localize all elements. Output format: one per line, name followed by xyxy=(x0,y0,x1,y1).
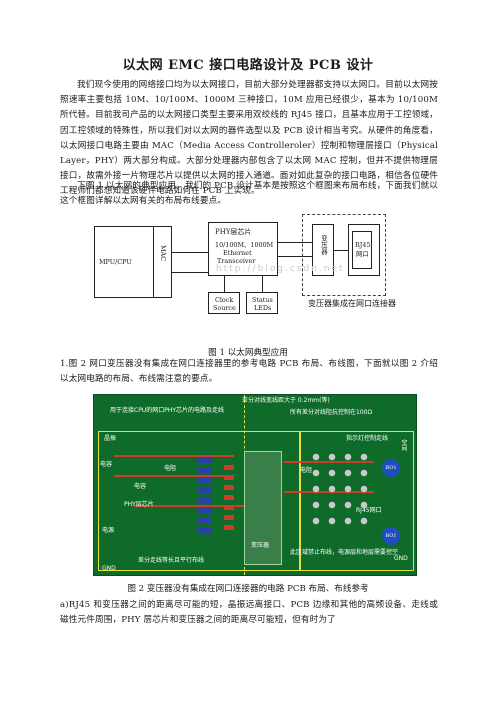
integrated-connector-note: 变压器集成在网口连接器 xyxy=(308,299,396,308)
label-right-3: RJ45网口 xyxy=(356,507,382,514)
label-left-6: 电阻 xyxy=(164,465,177,472)
trace xyxy=(114,455,234,457)
mac-label: MAC xyxy=(159,245,167,262)
phy-clock-link xyxy=(224,276,225,292)
phy-speed: 10/100M、1000M xyxy=(215,241,274,249)
rj45-block: RJ45 网口 xyxy=(348,224,380,276)
trace xyxy=(134,505,244,507)
transformer-label: 变压器 xyxy=(320,235,328,255)
label-right-1: 指示灯控制走线 xyxy=(346,435,389,442)
phy-chip-pads xyxy=(198,457,212,537)
watermark: http://blog.csdn.net xyxy=(216,264,345,274)
phy-ethernet: Ethernet xyxy=(223,249,252,257)
rj45-pin-array xyxy=(308,449,372,529)
rj45-label-2: 网口 xyxy=(356,250,369,258)
transformer-footprint: 变压器 xyxy=(244,451,282,565)
rj45-port-icon xyxy=(352,231,372,269)
phy-chip-block: PHY层芯片 10/100M、1000M Ethernet Transceive… xyxy=(208,222,278,276)
resistor-pads xyxy=(224,465,234,535)
label-left-3: 电容 xyxy=(100,461,113,468)
intro-paragraph: 我们现今使用的网络接口均为以太网接口，目前大部分处理器都支持以太网口。目前以太网… xyxy=(60,80,438,197)
layout-point-a-paragraph: a)RJ45 和变压器之间的距离尽可能的短，晶振远离接口、PCB 边缘和其他的高… xyxy=(60,600,438,626)
figure1-intro-paragraph: 下图 1 以太网的典型应用。我们的 PCB 设计基本是按照这个框图来布局布线，下… xyxy=(60,181,438,207)
status-label-2: LEDs xyxy=(254,304,272,312)
phy-zone-outline xyxy=(98,431,300,571)
status-leds-block: Status LEDs xyxy=(246,292,278,314)
rj45-zone-outline xyxy=(300,431,414,571)
mac-block: MAC xyxy=(154,226,172,298)
page-title: 以太网 EMC 接口电路设计及 PCB 设计 xyxy=(122,58,374,73)
label-mid-1: 电阻 xyxy=(300,467,313,474)
clock-label-1: Clock xyxy=(215,296,234,304)
figure-2-caption: 图 2 变压器没有集成在网口连接器的电路 PCB 布局、布线参考 xyxy=(127,584,369,594)
figure2-intro-paragraph: 1.图 2 网口变压器没有集成在网口连接器里的参考电路 PCB 布局、布线图，下… xyxy=(60,359,438,385)
mpu-cpu-block: MPU/CPU xyxy=(94,226,154,298)
mac-phy-link xyxy=(172,252,208,253)
figure-1-caption: 图 1 以太网典型应用 xyxy=(208,348,288,358)
label-bottom-2: 此区域禁止布线，电源层和地层需要挖空 xyxy=(290,549,399,556)
label-right-2: 空间 xyxy=(400,439,407,451)
clock-source-block: Clock Source xyxy=(208,292,240,314)
label-top-2: 所有差分对线阻抗控制在100Ω xyxy=(290,409,373,416)
mac-phy-link-2 xyxy=(172,272,208,273)
phy-transceiver: Transceiver xyxy=(217,257,256,265)
clock-label-2: Source xyxy=(213,304,236,312)
label-left-7: 电源 xyxy=(102,527,115,534)
figure-2-pcb-layout: 变压器 BO1 BO1 差分对线宽线距大于 0.2mm(等) 所有差分对线阻抗控… xyxy=(93,394,417,576)
status-label-1: Status xyxy=(252,296,273,304)
mpu-label: MPU/CPU xyxy=(99,258,132,266)
label-top-1: 差分对线宽线距大于 0.2mm(等) xyxy=(242,397,330,404)
label-right-4: GND xyxy=(394,555,408,562)
label-bottom-1: 差分走线等长且平行布线 xyxy=(138,557,205,564)
transformer-label: 变压器 xyxy=(251,542,270,549)
label-gnd: GND xyxy=(102,565,116,572)
label-left-1: 用于连接CPU的网口PHY芯片的电路及走线 xyxy=(110,407,224,414)
rj45-label: RJ45 xyxy=(355,241,371,249)
transformer-rj45-link xyxy=(334,250,348,251)
mount-hole-2: BO1 xyxy=(382,527,400,545)
phy-status-link xyxy=(262,276,263,292)
trace xyxy=(114,475,234,477)
phy-title: PHY层芯片 xyxy=(215,228,252,236)
mount-hole-1: BO1 xyxy=(382,459,400,477)
transformer-block: 变压器 xyxy=(312,224,334,276)
integrated-connector-region xyxy=(302,214,386,296)
phy-transformer-link xyxy=(278,242,312,243)
label-left-2: 晶振 xyxy=(104,435,117,442)
label-left-4: 电容 xyxy=(134,483,147,490)
phy-transformer-link-2 xyxy=(278,256,312,257)
figure-1-ethernet-block-diagram: MPU/CPU MAC PHY层芯片 10/100M、1000M Etherne… xyxy=(94,212,414,340)
label-left-5: PHY层芯片 xyxy=(124,501,154,508)
